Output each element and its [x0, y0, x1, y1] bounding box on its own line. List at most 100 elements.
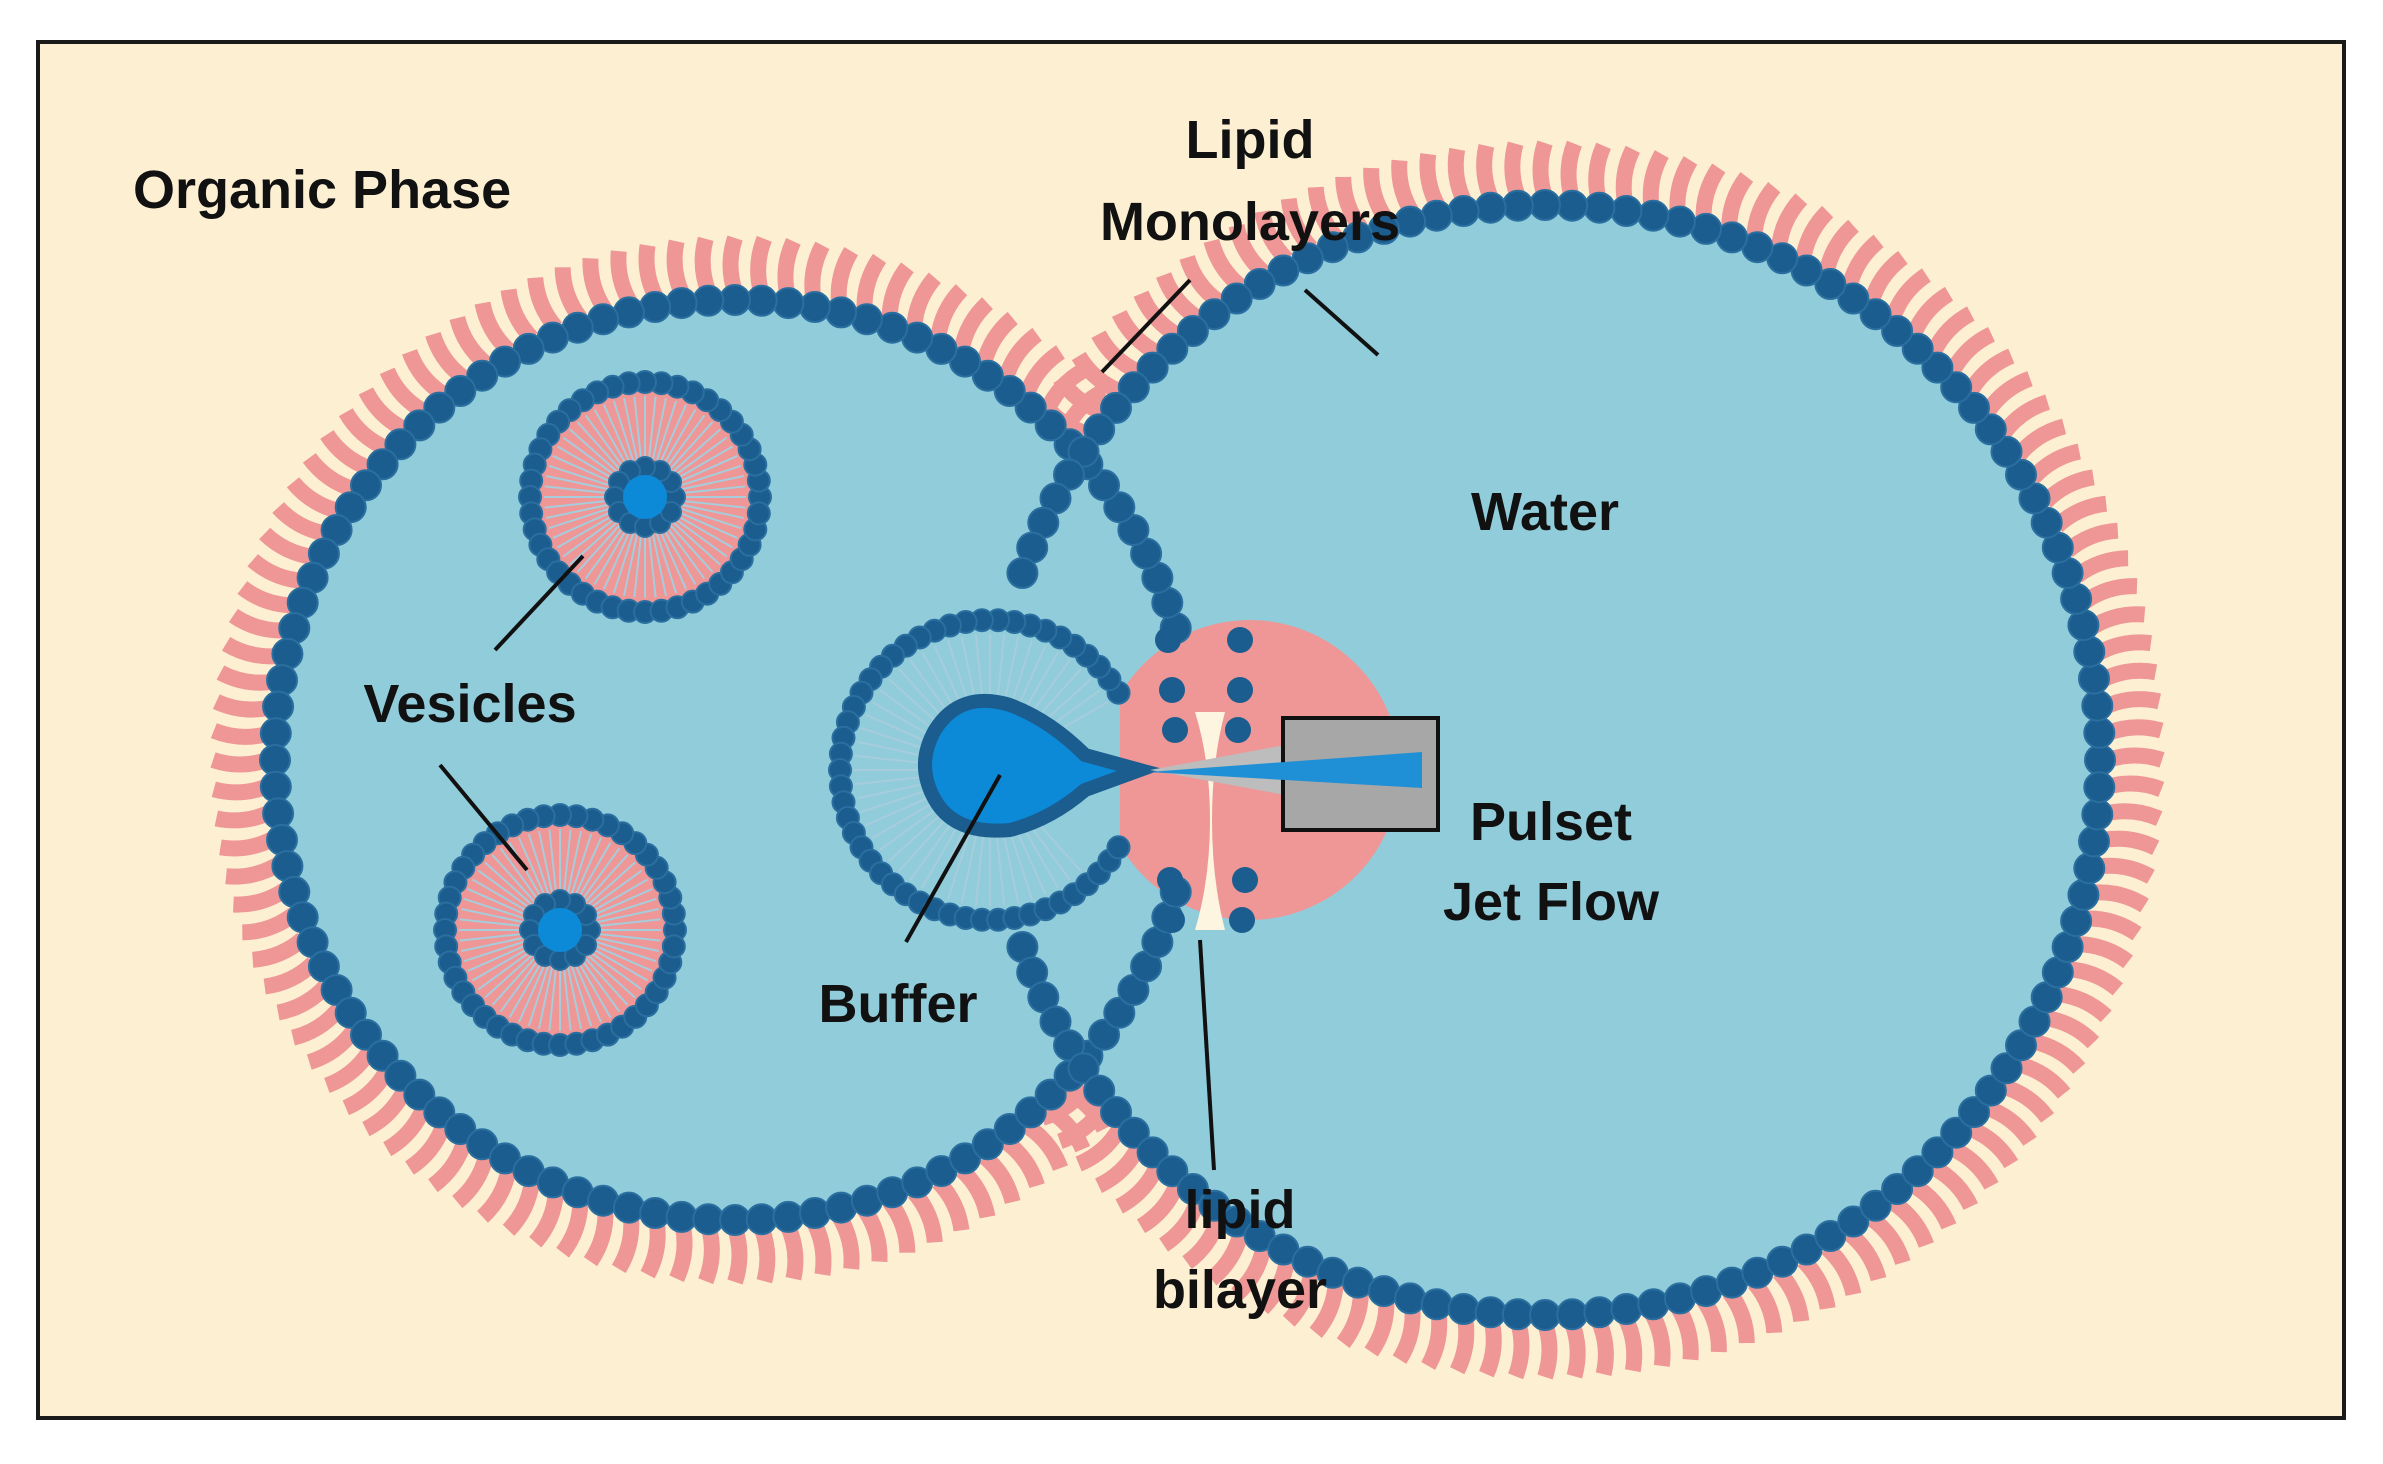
label-pulset: Pulset — [1470, 792, 1632, 852]
lipid-head — [266, 823, 298, 856]
lipid-head — [1083, 1074, 1116, 1107]
lipid-tail — [1967, 1121, 2019, 1169]
lipid-head — [1088, 469, 1120, 502]
lipid-head — [1156, 1155, 1189, 1188]
lipid-tail — [1984, 1100, 2037, 1147]
lipid-tail — [404, 1122, 451, 1175]
lipid-tail — [777, 237, 801, 297]
lipid-head — [1220, 282, 1253, 315]
lipid-head — [1556, 1298, 1589, 1331]
lipid-head — [1501, 1298, 1534, 1331]
lipid-head — [1176, 315, 1209, 347]
lipid-head — [1198, 298, 1231, 331]
lipid-tail — [2103, 803, 2163, 827]
lipid-head — [1501, 189, 1534, 222]
lipid-head — [1881, 1173, 1914, 1205]
lipid-head — [639, 291, 672, 323]
lipid-tail — [2001, 1078, 2055, 1123]
lipid-tail — [780, 1221, 804, 1281]
lipid-tail — [1929, 1160, 1979, 1211]
lipid-head — [1039, 1005, 1072, 1038]
lipid-head — [423, 1096, 456, 1129]
vesicle-core — [538, 908, 582, 952]
right-droplet-water — [990, 205, 2100, 1315]
lipid-head — [612, 1191, 645, 1224]
lipid-tail — [212, 694, 272, 718]
lipid-head — [1136, 351, 1169, 384]
lipid-head — [1100, 391, 1132, 424]
lipid-head — [444, 375, 477, 407]
lipid-head — [1117, 1116, 1150, 1149]
leader-monolayer-right — [1303, 288, 1380, 357]
lipid-head — [1034, 1078, 1067, 1111]
lipid-tail — [2030, 1033, 2086, 1074]
lipid-head — [2081, 689, 2114, 722]
lipid-tail — [2102, 691, 2161, 714]
vesicle-bottom — [433, 803, 687, 1057]
lipid-tail — [272, 501, 328, 542]
lipid-head — [1958, 1096, 1990, 1129]
lipid-head — [1053, 1029, 1085, 1062]
lipid-head — [746, 501, 771, 526]
lipid-tail — [694, 236, 717, 296]
lipid-head — [1940, 371, 1973, 404]
lipid-head — [772, 287, 805, 320]
lipid-tail — [753, 1224, 776, 1284]
lipid-tail — [1841, 234, 1884, 289]
bilayer-head — [1159, 677, 1185, 703]
bilayer-head — [1159, 907, 1185, 933]
lipid-tail — [1617, 1313, 1643, 1373]
vesicle-heads — [518, 370, 772, 624]
lipid-head — [1637, 199, 1670, 232]
label-water: Water — [1471, 482, 1619, 542]
bilayer-gap — [1195, 712, 1225, 930]
lipid-tail — [1182, 1216, 1227, 1270]
lipid-head — [1901, 1155, 1934, 1188]
lipid-tail — [452, 1154, 494, 1209]
lipid-tail — [1206, 1231, 1249, 1286]
leader-vesicle-bottom — [438, 763, 529, 872]
label-jet-flow: Jet Flow — [1443, 872, 1660, 932]
lipid-head — [719, 284, 751, 316]
lipid-tail — [666, 239, 690, 299]
lipid-tail — [1156, 272, 1202, 325]
lipid-head — [1014, 1096, 1047, 1129]
lipid-head — [1014, 391, 1047, 424]
lipid-head — [334, 996, 367, 1029]
label-organic-phase: Organic Phase — [133, 160, 511, 220]
lipid-head — [1053, 458, 1085, 491]
lipid-head — [1663, 205, 1696, 238]
lipid-tail — [1508, 1320, 1530, 1380]
lipid-tail — [286, 477, 341, 519]
lipid-tail — [1136, 1182, 1184, 1234]
lipid-head — [1088, 1018, 1120, 1051]
lipid-head — [1881, 315, 1914, 347]
lipid-tail — [1560, 140, 1582, 200]
lipid-head — [334, 491, 367, 524]
lipid-head — [350, 1018, 382, 1051]
lipid-tail — [1053, 373, 1106, 420]
lipid-tail — [1591, 1317, 1614, 1376]
lipid-head — [1103, 996, 1136, 1029]
lipid-head — [1990, 1052, 2023, 1085]
lipid-tail — [2105, 747, 2165, 768]
lipid-tail — [379, 367, 428, 418]
lipid-tail — [1478, 1318, 1502, 1378]
lipid-head — [1790, 1233, 1823, 1266]
lipid-head — [259, 744, 291, 776]
lipid-head — [2067, 609, 2100, 642]
lipid-tail — [1449, 1315, 1475, 1375]
lipid-head — [1637, 1288, 1670, 1321]
lipid-head — [745, 284, 778, 317]
label-lipid-monolayers-line2: Monolayers — [1100, 192, 1400, 252]
lipid-head — [466, 1128, 499, 1161]
lipid-head — [1663, 1282, 1696, 1315]
lipid-head — [2083, 716, 2116, 749]
lipid-tail — [727, 1225, 748, 1285]
lipid-head — [1067, 435, 1100, 468]
lipid-head — [1529, 189, 1561, 221]
lipid-head — [2073, 635, 2106, 668]
lipid-head — [661, 934, 686, 959]
buffer-core — [918, 693, 1164, 838]
